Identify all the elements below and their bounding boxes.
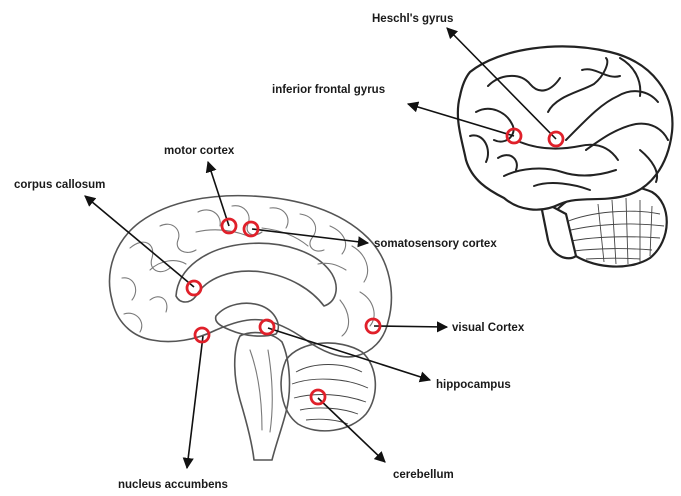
- labels: Heschl's gyrus inferior frontal gyrus mo…: [14, 13, 525, 491]
- label-cereb: cerebellum: [393, 469, 454, 481]
- label-visual: visual Cortex: [452, 322, 525, 334]
- arrow-visual: [374, 326, 447, 327]
- label-somato: somatosensory cortex: [374, 238, 497, 250]
- label-motor: motor cortex: [164, 145, 235, 157]
- label-ifg: inferior frontal gyrus: [272, 84, 385, 96]
- arrow-nucleus: [187, 336, 203, 468]
- marker-cereb: [311, 390, 325, 404]
- label-heschl: Heschl's gyrus: [372, 13, 453, 25]
- marker-hippo: [260, 320, 274, 334]
- label-corpus: corpus callosum: [14, 179, 105, 191]
- label-nucleus: nucleus accumbens: [118, 479, 228, 491]
- label-hippo: hippocampus: [436, 379, 511, 391]
- lateral-brain-drawing: [458, 46, 673, 266]
- marker-corpus: [187, 281, 201, 295]
- arrow-cereb: [318, 398, 385, 462]
